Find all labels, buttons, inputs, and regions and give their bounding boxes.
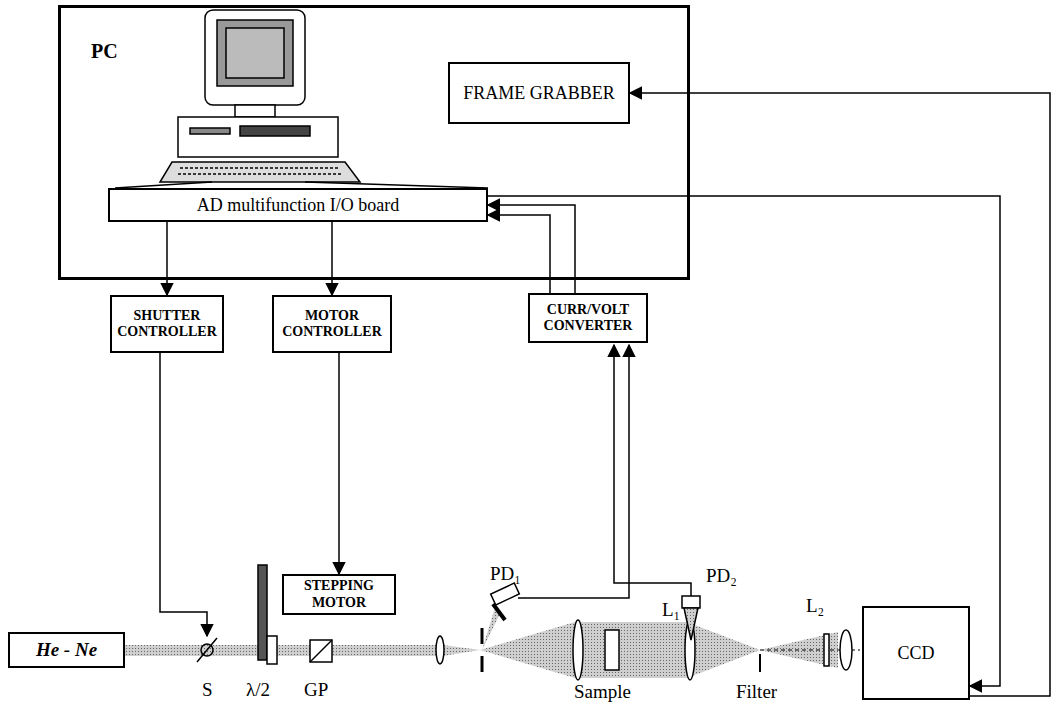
laser-box: He - Ne [8, 632, 125, 668]
node-text: STEPPING MOTOR [284, 578, 394, 610]
motor-box: STEPPING MOTOR [282, 574, 396, 615]
optical-components [197, 565, 852, 680]
converter-box: CURR/VOLT CONVERTER [528, 293, 648, 343]
controller-box: SHUTTER CONTROLLER [110, 295, 224, 353]
node-text: CCD [897, 643, 934, 664]
node-text: PC [91, 40, 118, 63]
node-text: FRAME GRABBER [463, 83, 615, 104]
signal-connector [488, 196, 1000, 686]
part-label: GP [304, 680, 328, 701]
part-label: S [202, 680, 213, 701]
part-label: L₂ [806, 596, 824, 617]
frame-grabber-box: FRAME GRABBER [448, 62, 630, 124]
part-label: λ/2 [246, 680, 270, 701]
signal-connector [488, 215, 550, 293]
computer-icon [115, 10, 488, 188]
controller-box: MOTOR CONTROLLER [272, 295, 392, 353]
node-text: He - Ne [36, 639, 97, 661]
camera-box: CCD [862, 606, 970, 700]
pc-enclosure: PC FRAME GRABBER AD multifunction I/O boar… [58, 5, 690, 280]
laser-beam [125, 608, 860, 678]
signal-wires [160, 345, 691, 636]
node-text: SHUTTER CONTROLLER [112, 308, 222, 340]
part-label: Filter [736, 682, 777, 703]
node-text: CURR/VOLT CONVERTER [530, 302, 646, 334]
node-text: MOTOR CONTROLLER [274, 308, 390, 340]
signal-connector [630, 93, 1050, 696]
node-text: AD multifunction I/O board [197, 195, 399, 216]
signal-connector [166, 222, 168, 295]
part-label: Sample [574, 682, 631, 703]
io-board-box: AD multifunction I/O board [108, 188, 488, 222]
signal-connector [338, 353, 340, 574]
signal-connector [331, 222, 333, 295]
part-label: PD₁ [490, 564, 521, 585]
part-label: PD₂ [706, 566, 737, 587]
part-label: L₁ [662, 600, 680, 621]
